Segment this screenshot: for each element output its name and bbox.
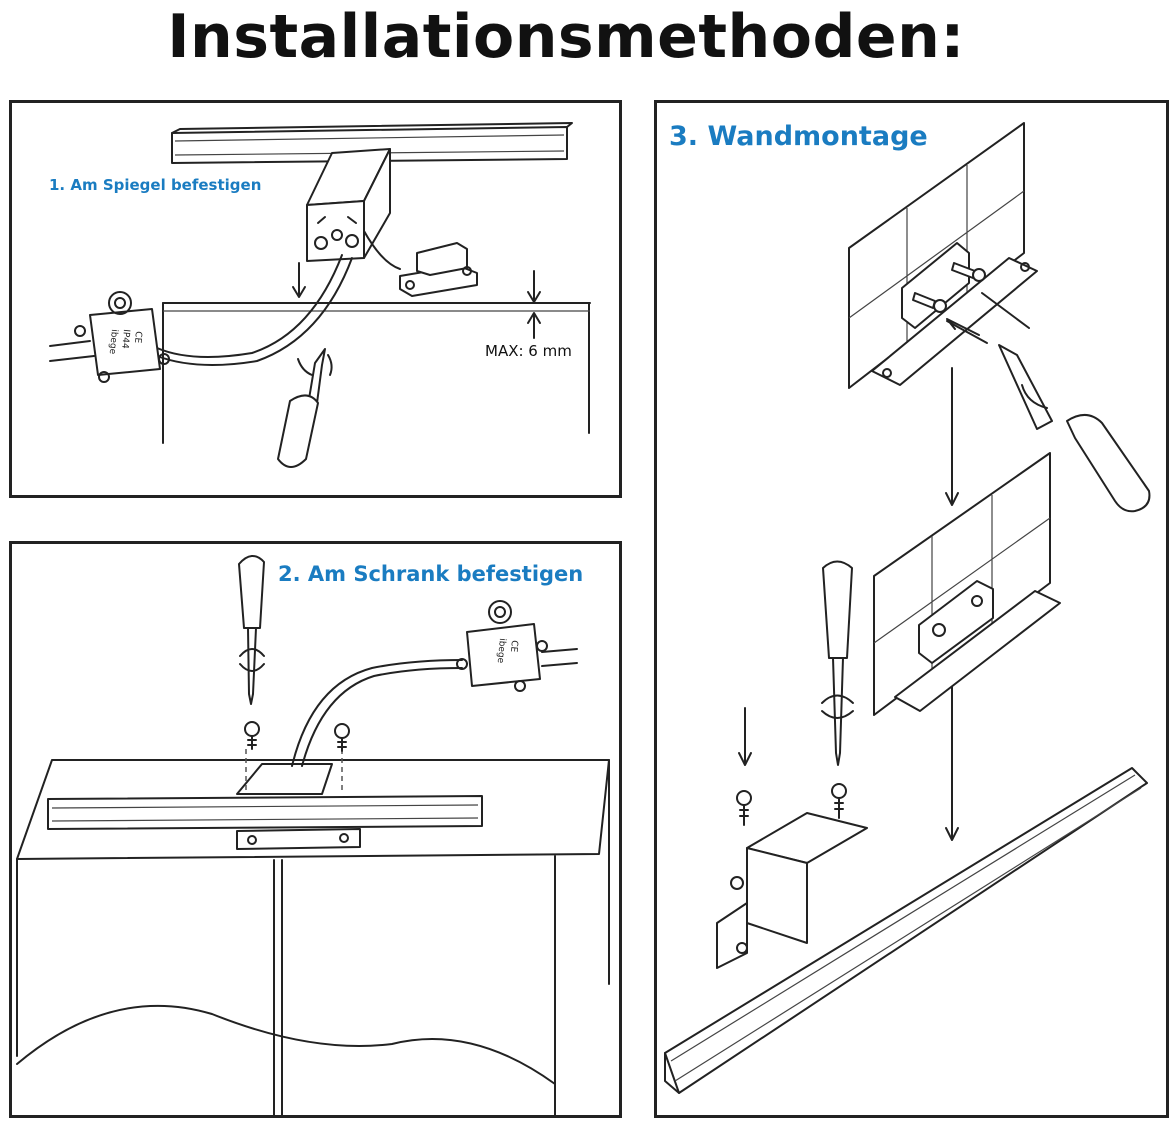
wall-tile-icon: [848, 122, 1025, 389]
bracket-icon: [894, 580, 1061, 712]
cabinet-body: [16, 759, 610, 1115]
guide-lines: [245, 749, 343, 794]
screw-icon: [912, 262, 986, 313]
driver-box-icon: IP44 ibege CE: [49, 291, 170, 383]
driver-box-text-2: CE: [508, 640, 519, 653]
max-thickness-label: MAX: 6 mm: [485, 342, 572, 360]
driver-box-text-2: ibege: [107, 329, 119, 355]
screwdriver-icon: [277, 348, 333, 468]
mount-head-icon: [716, 812, 868, 969]
cable-line: [291, 659, 463, 767]
mirror-mount-illustration: IP44 ibege CE: [49, 122, 591, 468]
clip-icon: [399, 242, 478, 297]
cable-line-2: [156, 257, 353, 366]
arrow-down-left: [292, 262, 306, 298]
bracket-icon: [236, 828, 361, 850]
screw-icon: [244, 721, 350, 752]
panel-mirror-mount: IP44 ibege CE 1. Am Spiegel befestigen M…: [9, 100, 622, 498]
driver-box-text: ibege: [495, 638, 507, 664]
mirror-board: [162, 302, 591, 444]
step1-label: 1. Am Spiegel befestigen: [49, 176, 262, 194]
page-title: Installationsmethoden:: [167, 2, 965, 72]
screwdriver-icon: [998, 344, 1151, 513]
arrow-screw-2: [981, 292, 1030, 329]
arrow-screw-1: [946, 318, 988, 344]
cabinet-mount-illustration: ibege CE: [16, 555, 610, 1115]
gap-arrow-top: [527, 270, 541, 303]
lamp-bar-icon: [171, 122, 573, 164]
lamp-bar-icon: [664, 767, 1148, 1094]
driver-box-text-3: CE: [132, 331, 143, 344]
screwdriver-icon: [821, 560, 854, 766]
gap-arrow-bottom: [527, 312, 541, 339]
driver-box-icon: ibege CE: [456, 600, 578, 692]
screwdriver-icon: [238, 555, 265, 705]
arrow-down-1: [945, 367, 959, 506]
panel-wall-mount: 3. Wandmontage: [654, 100, 1169, 1118]
wall-mount-illustration: [664, 122, 1151, 1094]
step2-label: 2. Am Schrank befestigen: [278, 562, 584, 586]
driver-box-text: IP44: [119, 329, 131, 350]
mount-plate: [236, 763, 333, 795]
screw-icon: [736, 707, 847, 826]
cable-line: [156, 254, 343, 358]
cable-line-2: [301, 667, 463, 767]
arrow-to-clip: [363, 230, 401, 270]
lamp-bar-icon: [47, 795, 483, 830]
step3-label: 3. Wandmontage: [669, 121, 928, 152]
panel-cabinet-mount: ibege CE 2. Am Schrank befestigen: [9, 541, 622, 1118]
bracket-icon: [871, 242, 1038, 386]
arrow-down-2: [945, 662, 959, 841]
mount-head-icon: [306, 148, 391, 262]
